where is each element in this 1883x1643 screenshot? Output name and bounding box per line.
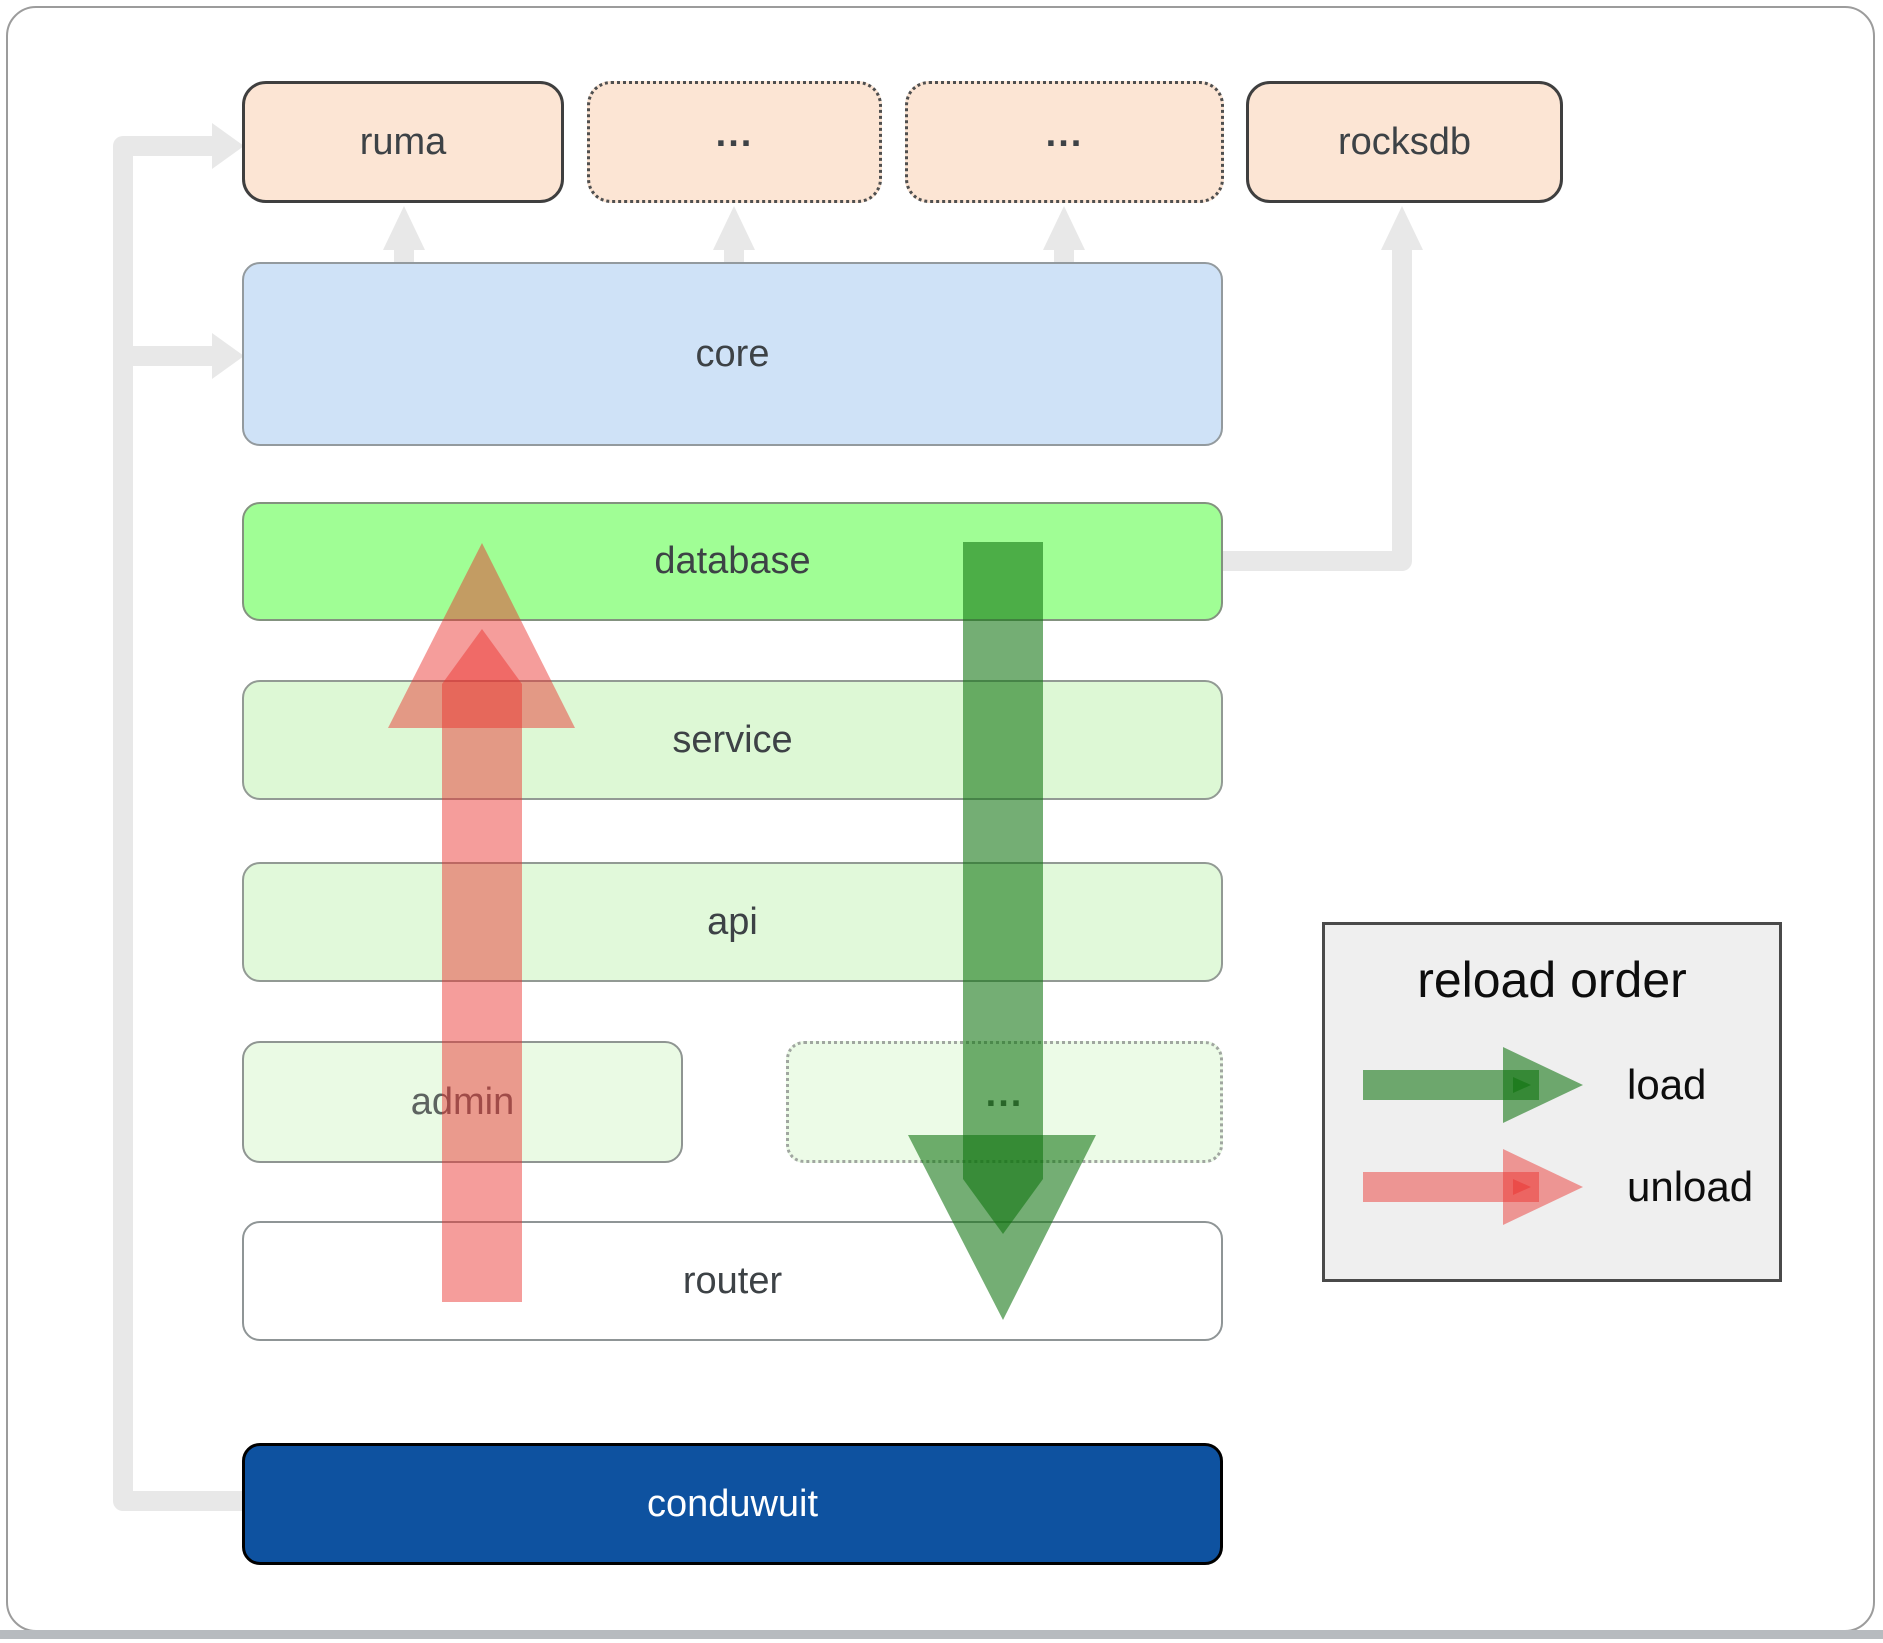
legend-title: reload order — [1417, 952, 1687, 1008]
box-dots-top-1-label: ... — [715, 112, 754, 155]
box-admin-label: admin — [410, 1080, 515, 1123]
legend-item-unload: unload — [1361, 1145, 1761, 1229]
load-arrow-icon — [1363, 1047, 1583, 1123]
box-dots-top-2: ... — [905, 81, 1224, 203]
box-router-label: router — [682, 1259, 783, 1302]
slide-bottom-edge — [0, 1630, 1883, 1639]
box-api-label: api — [707, 900, 758, 943]
legend: reload order load unload — [1322, 922, 1782, 1282]
box-service: service — [242, 680, 1223, 800]
box-api: api — [242, 862, 1223, 982]
box-conduwuit: conduwuit — [242, 1443, 1223, 1565]
box-dots-top-2-label: ... — [1045, 112, 1084, 155]
slide-frame — [6, 6, 1875, 1632]
box-service-label: service — [672, 718, 793, 761]
box-ruma-label: ruma — [359, 120, 447, 163]
box-admin: admin — [242, 1041, 683, 1163]
unload-arrow-icon — [1363, 1149, 1583, 1225]
box-database-label: database — [654, 540, 811, 582]
box-rocksdb: rocksdb — [1246, 81, 1563, 203]
box-ruma: ruma — [242, 81, 564, 203]
box-conduwuit-label: conduwuit — [646, 1482, 819, 1525]
box-dots-admin: ... — [786, 1041, 1223, 1163]
box-rocksdb-label: rocksdb — [1337, 120, 1472, 163]
box-dots-top-1: ... — [587, 81, 882, 203]
legend-load-label: load — [1627, 1061, 1707, 1108]
legend-item-load: load — [1361, 1043, 1761, 1127]
box-core: core — [242, 262, 1223, 446]
legend-unload-label: unload — [1627, 1163, 1754, 1210]
box-router: router — [242, 1221, 1223, 1341]
box-database: database — [242, 502, 1223, 621]
box-dots-admin-label: ... — [985, 1072, 1024, 1115]
box-core-label: core — [695, 332, 770, 375]
